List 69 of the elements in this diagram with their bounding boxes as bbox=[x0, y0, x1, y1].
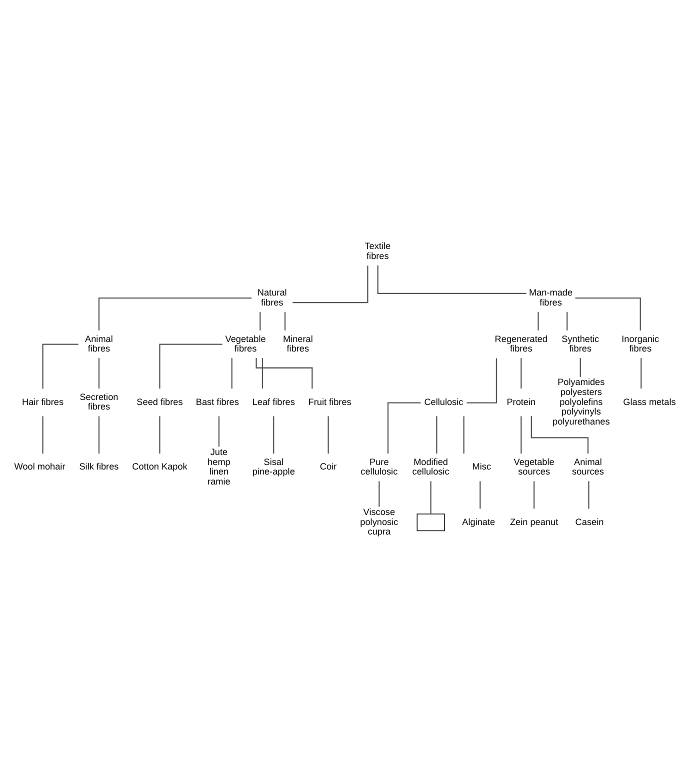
node-text: Vegetable fibres bbox=[225, 334, 266, 354]
connector bbox=[328, 416, 329, 454]
connector bbox=[378, 481, 380, 507]
connector bbox=[466, 358, 498, 404]
node-text: Man-made fibres bbox=[529, 287, 573, 308]
connector bbox=[284, 312, 286, 330]
connector bbox=[520, 358, 522, 389]
node-text: Polyamides polyesters polyolefins polyvinyls polyurethanes bbox=[552, 377, 610, 427]
node-text: Glass metals bbox=[623, 396, 676, 407]
node-text: Cellulosic bbox=[424, 396, 464, 407]
node-text: Silk fibres bbox=[79, 462, 119, 472]
node-text: Bast fibres bbox=[196, 396, 239, 407]
node-text: Casein bbox=[575, 516, 604, 527]
connector bbox=[256, 358, 313, 389]
connector bbox=[640, 358, 642, 389]
node-text: Cotton Kapok bbox=[132, 462, 188, 472]
connector bbox=[480, 481, 481, 509]
node-text: Modified cellulosic bbox=[412, 456, 450, 477]
connector bbox=[98, 416, 100, 454]
node-text: Coir bbox=[320, 462, 337, 472]
node-text: Natural fibres bbox=[257, 287, 287, 308]
node-text: Leaf fibres bbox=[252, 396, 295, 407]
node-text: Jute hemp linen ramie bbox=[208, 446, 230, 487]
node-text: Hair fibres bbox=[22, 396, 64, 407]
node-text: Vegetable sources bbox=[514, 456, 554, 477]
node-text: Mineral fibres bbox=[282, 334, 313, 354]
node-text: Protein bbox=[506, 396, 536, 407]
node-text: Textile fibres bbox=[364, 241, 391, 261]
node-box bbox=[416, 514, 445, 532]
node-text: Viscose polynosic cupra bbox=[360, 506, 398, 537]
connector bbox=[98, 297, 252, 330]
connector bbox=[520, 416, 522, 454]
connector bbox=[530, 416, 589, 454]
connector bbox=[273, 416, 274, 454]
connector bbox=[218, 416, 220, 447]
connector bbox=[292, 266, 368, 304]
node-text: Secretion fibres bbox=[80, 392, 118, 412]
connector bbox=[436, 416, 438, 454]
connector bbox=[42, 416, 44, 454]
node-text: Inorganic fibres bbox=[622, 334, 660, 354]
connector bbox=[387, 402, 421, 454]
connector bbox=[231, 358, 232, 389]
connector bbox=[159, 344, 222, 389]
node-text: Alginate bbox=[462, 516, 496, 527]
connector bbox=[575, 297, 641, 330]
connector bbox=[159, 416, 160, 454]
node-text: Animal fibres bbox=[85, 334, 113, 354]
connector bbox=[580, 358, 581, 377]
node-text: Sisal pine-apple bbox=[252, 456, 295, 477]
node-text: Regenerated fibres bbox=[494, 334, 548, 354]
node-text: Fruit fibres bbox=[308, 396, 352, 407]
connector bbox=[262, 358, 264, 389]
node-text: Misc bbox=[472, 462, 492, 472]
connector bbox=[260, 312, 261, 330]
connector bbox=[98, 358, 100, 389]
connector bbox=[566, 312, 568, 330]
connector bbox=[538, 312, 539, 330]
connector bbox=[463, 416, 464, 454]
node-text: Zein peanut bbox=[510, 516, 558, 527]
node-text: Pure cellulosic bbox=[360, 456, 398, 477]
connector bbox=[430, 481, 432, 514]
node-text: Wool mohair bbox=[14, 462, 66, 472]
node-text: Seed fibres bbox=[136, 396, 183, 407]
connector bbox=[534, 481, 535, 509]
connector bbox=[377, 265, 526, 294]
node-text: Synthetic fibres bbox=[562, 334, 600, 354]
connector bbox=[588, 481, 590, 509]
connector bbox=[42, 344, 78, 389]
node-text: Animal sources bbox=[572, 456, 604, 477]
